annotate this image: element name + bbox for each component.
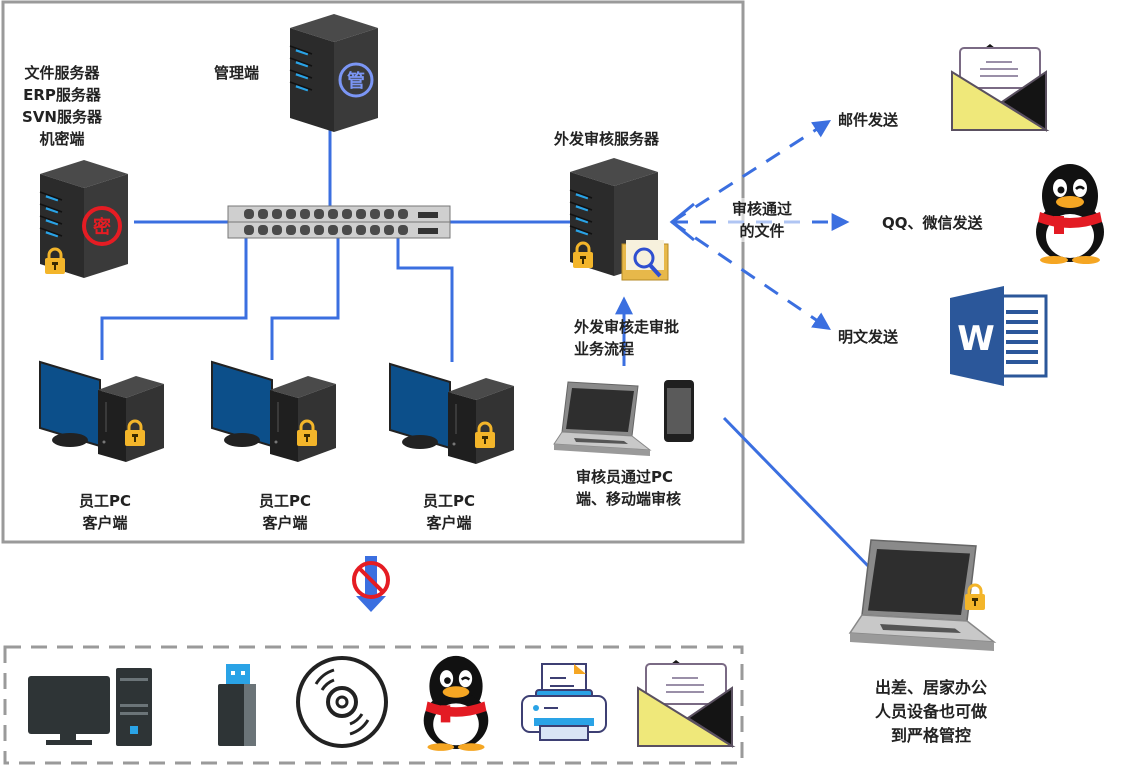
link-switch-client2 [270, 238, 340, 360]
audit-server-label: 外发审核服务器 [554, 130, 660, 148]
network-switch [227, 205, 451, 239]
client-label-line1: 员工PC [78, 492, 131, 510]
approval-flow-line1: 外发审核走审批 [574, 318, 680, 336]
employee-pc-3 [389, 363, 515, 465]
link-switch-client1 [100, 238, 248, 360]
word-document-icon [950, 286, 1048, 386]
usb-drive-icon [218, 664, 256, 746]
client-label-line2: 客户端 [82, 514, 128, 532]
employee-pc-2 [211, 361, 337, 463]
remote-laptop-icon [849, 539, 995, 652]
qq-channel-icon [1034, 162, 1106, 266]
remote-line2: 人员设备也可做 [874, 702, 987, 721]
approval-flow-line2: 业务流程 [574, 340, 635, 358]
file-server [38, 158, 130, 280]
remote-office-label: 出差、居家办公 人员设备也可做 到严格管控 [866, 676, 996, 748]
remote-line3: 到严格管控 [890, 726, 971, 745]
network-links [100, 126, 874, 572]
auditor-devices-line2: 端、移动端审核 [576, 490, 682, 508]
file-server-line: 文件服务器 [24, 64, 100, 82]
envelope-blocked-icon [637, 659, 733, 747]
client-label-line1: 员工PC [422, 492, 475, 510]
arrow-to-plaintext [671, 220, 831, 331]
arrow-to-email [671, 120, 832, 224]
forbidden-download-icon [352, 556, 390, 612]
word-letter: W [957, 319, 995, 359]
qq-penguin-blocked-icon [422, 654, 490, 753]
client-label-3: 员工PC 客户端 [414, 490, 484, 534]
management-label: 管理端 [214, 64, 260, 82]
folder-search-icon [621, 240, 669, 281]
channel-email-label: 邮件发送 [838, 111, 899, 129]
channel-plaintext-label: 明文发送 [838, 328, 899, 346]
blocked-channels-frame [3, 645, 744, 765]
approved-files-line2: 的文件 [739, 222, 785, 240]
approved-files-line1: 审核通过 [731, 200, 792, 218]
client-label-line1: 员工PC [258, 492, 311, 510]
link-remote-laptop [722, 416, 874, 572]
printer-icon [521, 663, 607, 741]
email-channel-icon [951, 43, 1047, 131]
confidential-line: 机密端 [39, 130, 85, 148]
svn-server-line: SVN服务器 [22, 108, 102, 126]
client-label-line2: 客户端 [262, 514, 308, 532]
optical-disc-icon [296, 656, 388, 748]
client-label-line2: 客户端 [426, 514, 472, 532]
channel-qq-wechat-label: QQ、微信发送 [882, 214, 983, 232]
management-badge: 管 [347, 70, 365, 92]
auditor-devices-line1: 审核员通过PC [576, 468, 674, 486]
file-servers-label: 文件服务器 ERP服务器 SVN服务器 机密端 [14, 62, 110, 150]
erp-server-line: ERP服务器 [23, 86, 101, 104]
fanout-chevron [669, 202, 695, 242]
desktop-computer-icon [28, 668, 152, 746]
auditor-devices-label: 审核员通过PC 端、移动端审核 [576, 466, 681, 510]
audit-server [568, 156, 669, 281]
management-server [288, 12, 380, 134]
auditor-phone-icon [664, 380, 694, 442]
client-label-2: 员工PC 客户端 [250, 490, 320, 534]
remote-line1: 出差、居家办公 [874, 678, 987, 697]
employee-pc-1 [39, 361, 165, 463]
approved-files-label: 审核通过 的文件 [720, 198, 804, 242]
link-switch-client3 [396, 238, 454, 362]
confidential-badge: 密 [93, 216, 111, 238]
approval-flow-label: 外发审核走审批 业务流程 [574, 316, 679, 360]
client-label-1: 员工PC 客户端 [70, 490, 140, 534]
auditor-laptop-icon [553, 381, 651, 457]
